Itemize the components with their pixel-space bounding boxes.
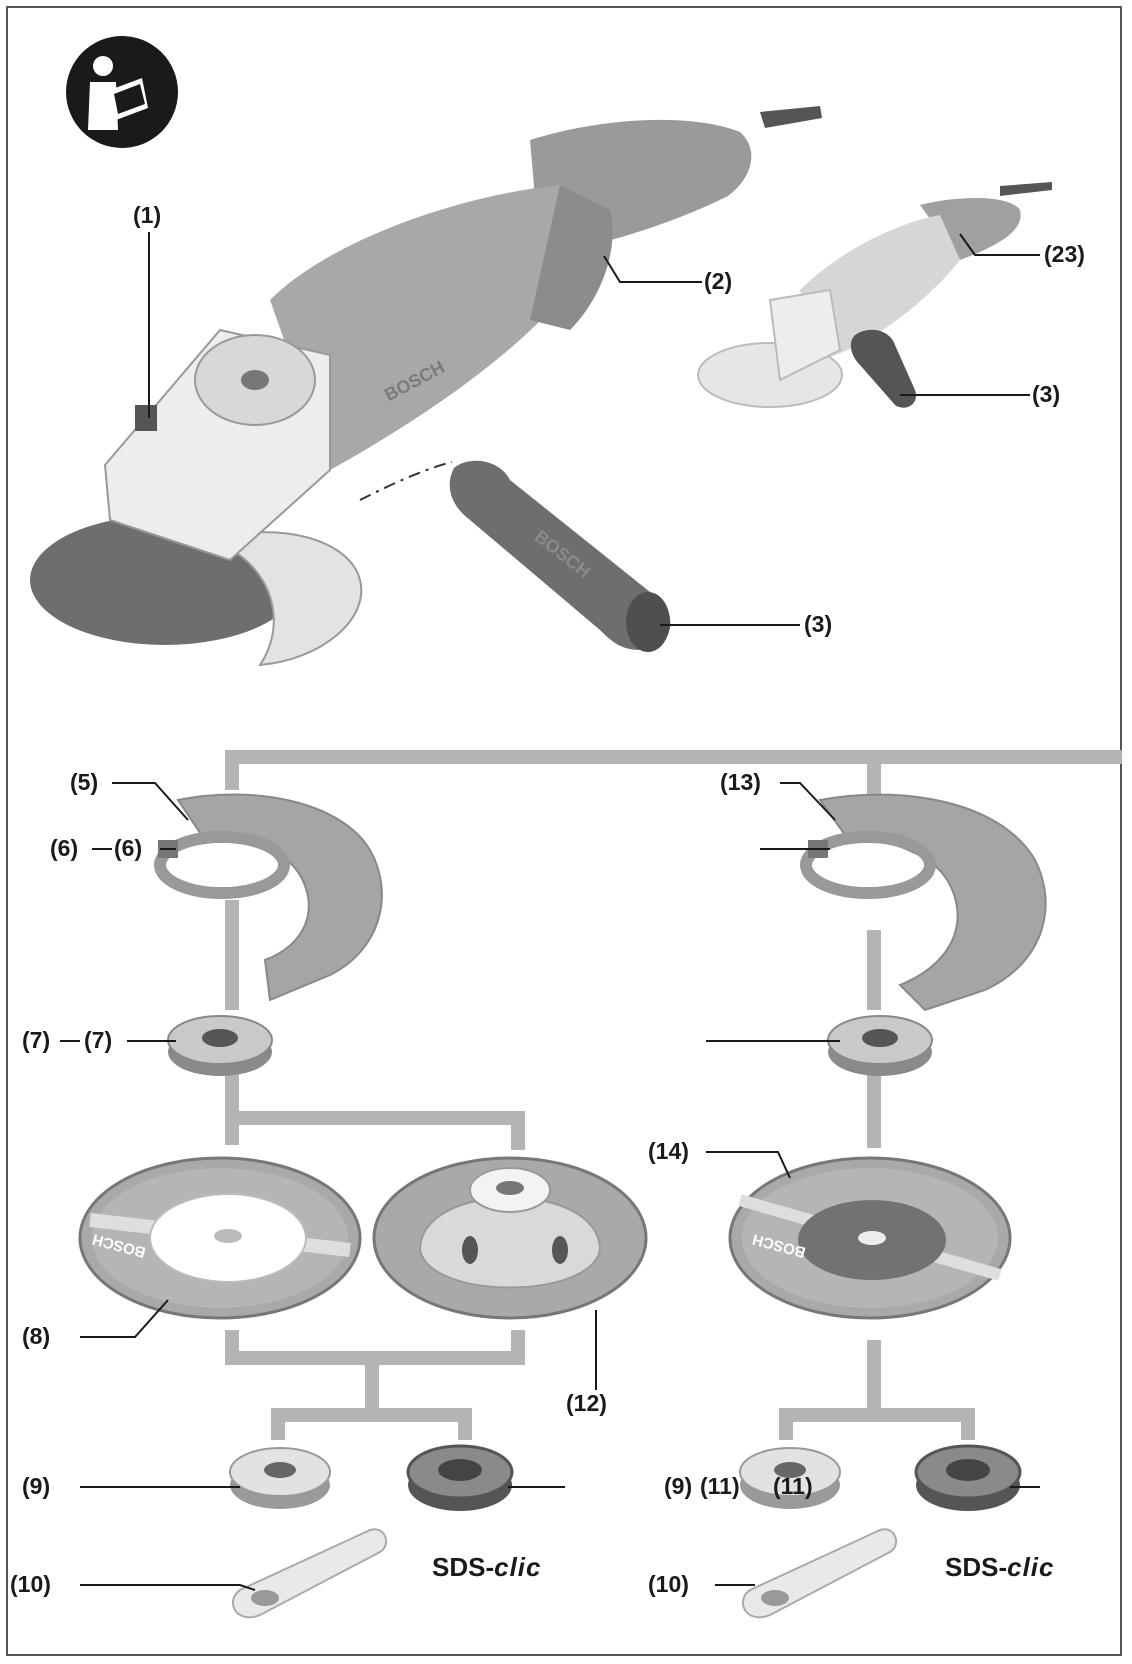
callout-9-left: (9) xyxy=(22,1473,51,1499)
two-pin-spanner-left xyxy=(231,1528,388,1619)
sds-clic-label-left: SDS-clic xyxy=(432,1552,542,1582)
callout-7b: (7) xyxy=(84,1027,113,1053)
callout-6b: (6) xyxy=(114,835,143,861)
quick-clamping-nut-left xyxy=(406,1444,514,1511)
callout-6a: (6) xyxy=(50,835,79,861)
callout-10-right: (10) xyxy=(648,1571,689,1597)
callout-23: (23) xyxy=(1044,241,1085,267)
callout-12: (12) xyxy=(566,1390,607,1416)
clamping-nut-9-left xyxy=(229,1447,331,1509)
callout-14: (14) xyxy=(648,1138,689,1164)
quick-clamping-nut-right xyxy=(914,1444,1022,1511)
leader-lines xyxy=(60,232,1040,1591)
side-handle-main xyxy=(449,460,671,652)
cutting-disc-14 xyxy=(728,1156,1012,1320)
callout-1: (1) xyxy=(133,202,162,228)
connector-lines xyxy=(225,750,1122,1440)
callout-10-left: (10) xyxy=(10,1571,51,1597)
two-pin-spanner-right xyxy=(741,1528,898,1619)
mounting-flange-7-left xyxy=(167,1015,273,1076)
page-frame xyxy=(6,6,1122,1656)
wheel-guard-13 xyxy=(800,793,1047,1012)
callout-3-small: (3) xyxy=(1032,381,1061,407)
sds-clic-label-right: SDS-clic xyxy=(945,1552,1055,1582)
callout-11b: (11) xyxy=(773,1473,813,1499)
flap-disc-12 xyxy=(372,1156,648,1320)
callout-5: (5) xyxy=(70,769,99,795)
mounting-flange-7-right xyxy=(827,1015,933,1076)
callout-9-right: (9) xyxy=(664,1473,693,1499)
grinding-disc-8 xyxy=(78,1156,362,1320)
wheel-guard-5 xyxy=(154,793,383,1002)
angle-grinder-main xyxy=(30,106,822,667)
callout-3-main: (3) xyxy=(804,611,833,637)
clamping-nut-9-right xyxy=(739,1447,841,1509)
callout-11a: (11) xyxy=(700,1473,740,1499)
callout-8: (8) xyxy=(22,1323,51,1349)
callout-13: (13) xyxy=(720,769,761,795)
read-manual-icon xyxy=(66,36,178,148)
callout-2: (2) xyxy=(704,268,733,294)
angle-grinder-small xyxy=(697,182,1052,408)
callout-7a: (7) xyxy=(22,1027,51,1053)
